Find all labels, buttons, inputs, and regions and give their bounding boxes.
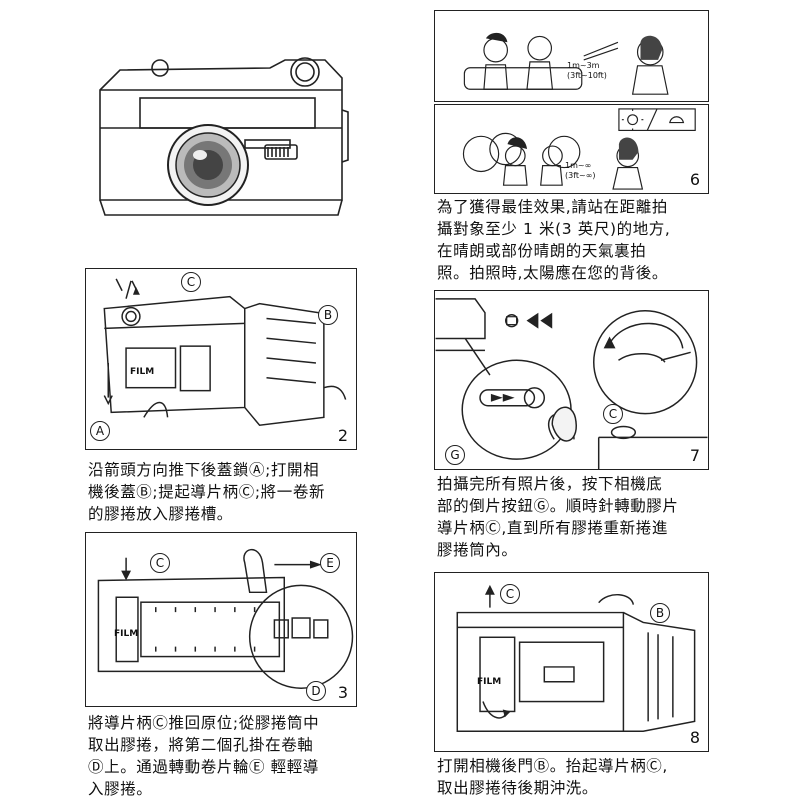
label-g: G <box>445 445 465 465</box>
caption-line: 取出膠捲待後期沖洗。 <box>437 779 599 797</box>
caption-line: 取出膠捲，將第二個孔掛在卷軸 <box>88 736 314 754</box>
caption-line: 照。拍照時,太陽應在您的背後。 <box>437 264 668 282</box>
label-c: C <box>150 553 170 573</box>
label-b: B <box>650 603 670 623</box>
caption-7: 拍攝完所有照片後，按下相機底 部的倒片按鈕Ⓖ。順時針轉動膠片 導片柄Ⓒ,直到所有… <box>437 473 679 561</box>
caption-6: 為了獲得最佳效果,請站在距離拍 攝對象至少 1 米(3 英尺)的地方, 在晴朗或… <box>437 196 670 284</box>
label-c: C <box>181 272 201 292</box>
panel-3-drawing <box>97 548 354 689</box>
camera-drawing <box>99 57 349 216</box>
caption-line: 在晴朗或部份晴朗的天氣裏拍 <box>437 242 647 260</box>
distance-range: 1m~3m <box>567 61 600 70</box>
caption-line: 攝對象至少 1 米(3 英尺)的地方, <box>437 220 671 238</box>
panel-7-drawing <box>435 298 708 469</box>
panel-2: FILM C B A 2 <box>85 268 357 450</box>
caption-line: 打開相機後門Ⓑ。抬起導片柄Ⓒ, <box>437 757 668 775</box>
label-a: A <box>90 421 110 441</box>
panel-number: 6 <box>689 170 700 189</box>
distance-range: 1m~∞ <box>565 161 592 170</box>
caption-line: 導片柄Ⓒ,直到所有膠捲重新捲進 <box>437 519 668 537</box>
caption-line: 的膠捲放入膠捲槽。 <box>88 505 233 523</box>
caption-line: 膠捲筒內。 <box>437 541 518 559</box>
panel-2-drawing <box>103 278 347 427</box>
label-b: B <box>318 305 338 325</box>
label-e: E <box>320 553 340 573</box>
label-c: C <box>603 404 623 424</box>
panel-number: 3 <box>337 683 348 702</box>
panel-8: FILM C B 8 <box>434 572 709 752</box>
caption-line: 入膠捲。 <box>88 780 153 798</box>
caption-line: 機後蓋Ⓑ;提起導片柄Ⓒ;將一卷新 <box>88 483 326 501</box>
film-label: FILM <box>114 629 139 639</box>
caption-line: 將導片柄Ⓒ推回原位;從膠捲筒中 <box>88 714 320 732</box>
panel-6-bottom-drawing <box>462 108 696 190</box>
label-d: D <box>306 681 326 701</box>
panel-number: 7 <box>689 446 700 465</box>
label-c: C <box>500 584 520 604</box>
caption-8: 打開相機後門Ⓑ。抬起導片柄Ⓒ, 取出膠捲待後期沖洗。 <box>437 755 668 799</box>
panel-3: FILM C E D 3 <box>85 532 357 707</box>
panel-6-top-drawing <box>463 32 669 95</box>
panel-number: 8 <box>689 728 700 747</box>
caption-line: 沿箭頭方向推下後蓋鎖Ⓐ;打開相 <box>88 461 320 479</box>
caption-line: 拍攝完所有照片後，按下相機底 <box>437 475 663 493</box>
camera-illustration <box>80 50 360 230</box>
panel-8-drawing <box>456 584 696 732</box>
caption-line: 為了獲得最佳效果,請站在距離拍 <box>437 198 668 216</box>
panel-6-top: 1m~3m (3ft~10ft) <box>434 10 709 102</box>
distance-range-feet: (3ft~10ft) <box>567 71 607 80</box>
panel-number: 2 <box>337 426 348 445</box>
caption-3: 將導片柄Ⓒ推回原位;從膠捲筒中 取出膠捲，將第二個孔掛在卷軸 Ⓓ上。通過轉動卷片… <box>88 712 319 800</box>
caption-line: 部的倒片按鈕Ⓖ。順時針轉動膠片 <box>437 497 679 515</box>
distance-range-feet: (3ft~∞) <box>565 171 596 180</box>
panel-7: C G 7 <box>434 290 709 470</box>
caption-2: 沿箭頭方向推下後蓋鎖Ⓐ;打開相 機後蓋Ⓑ;提起導片柄Ⓒ;將一卷新 的膠捲放入膠捲… <box>88 459 325 525</box>
film-label: FILM <box>130 367 155 377</box>
caption-line: Ⓓ上。通過轉動卷片輪Ⓔ 輕輕導 <box>88 758 319 776</box>
panel-6-bottom: 1m~∞ (3ft~∞) 6 <box>434 104 709 194</box>
film-label: FILM <box>477 677 502 687</box>
